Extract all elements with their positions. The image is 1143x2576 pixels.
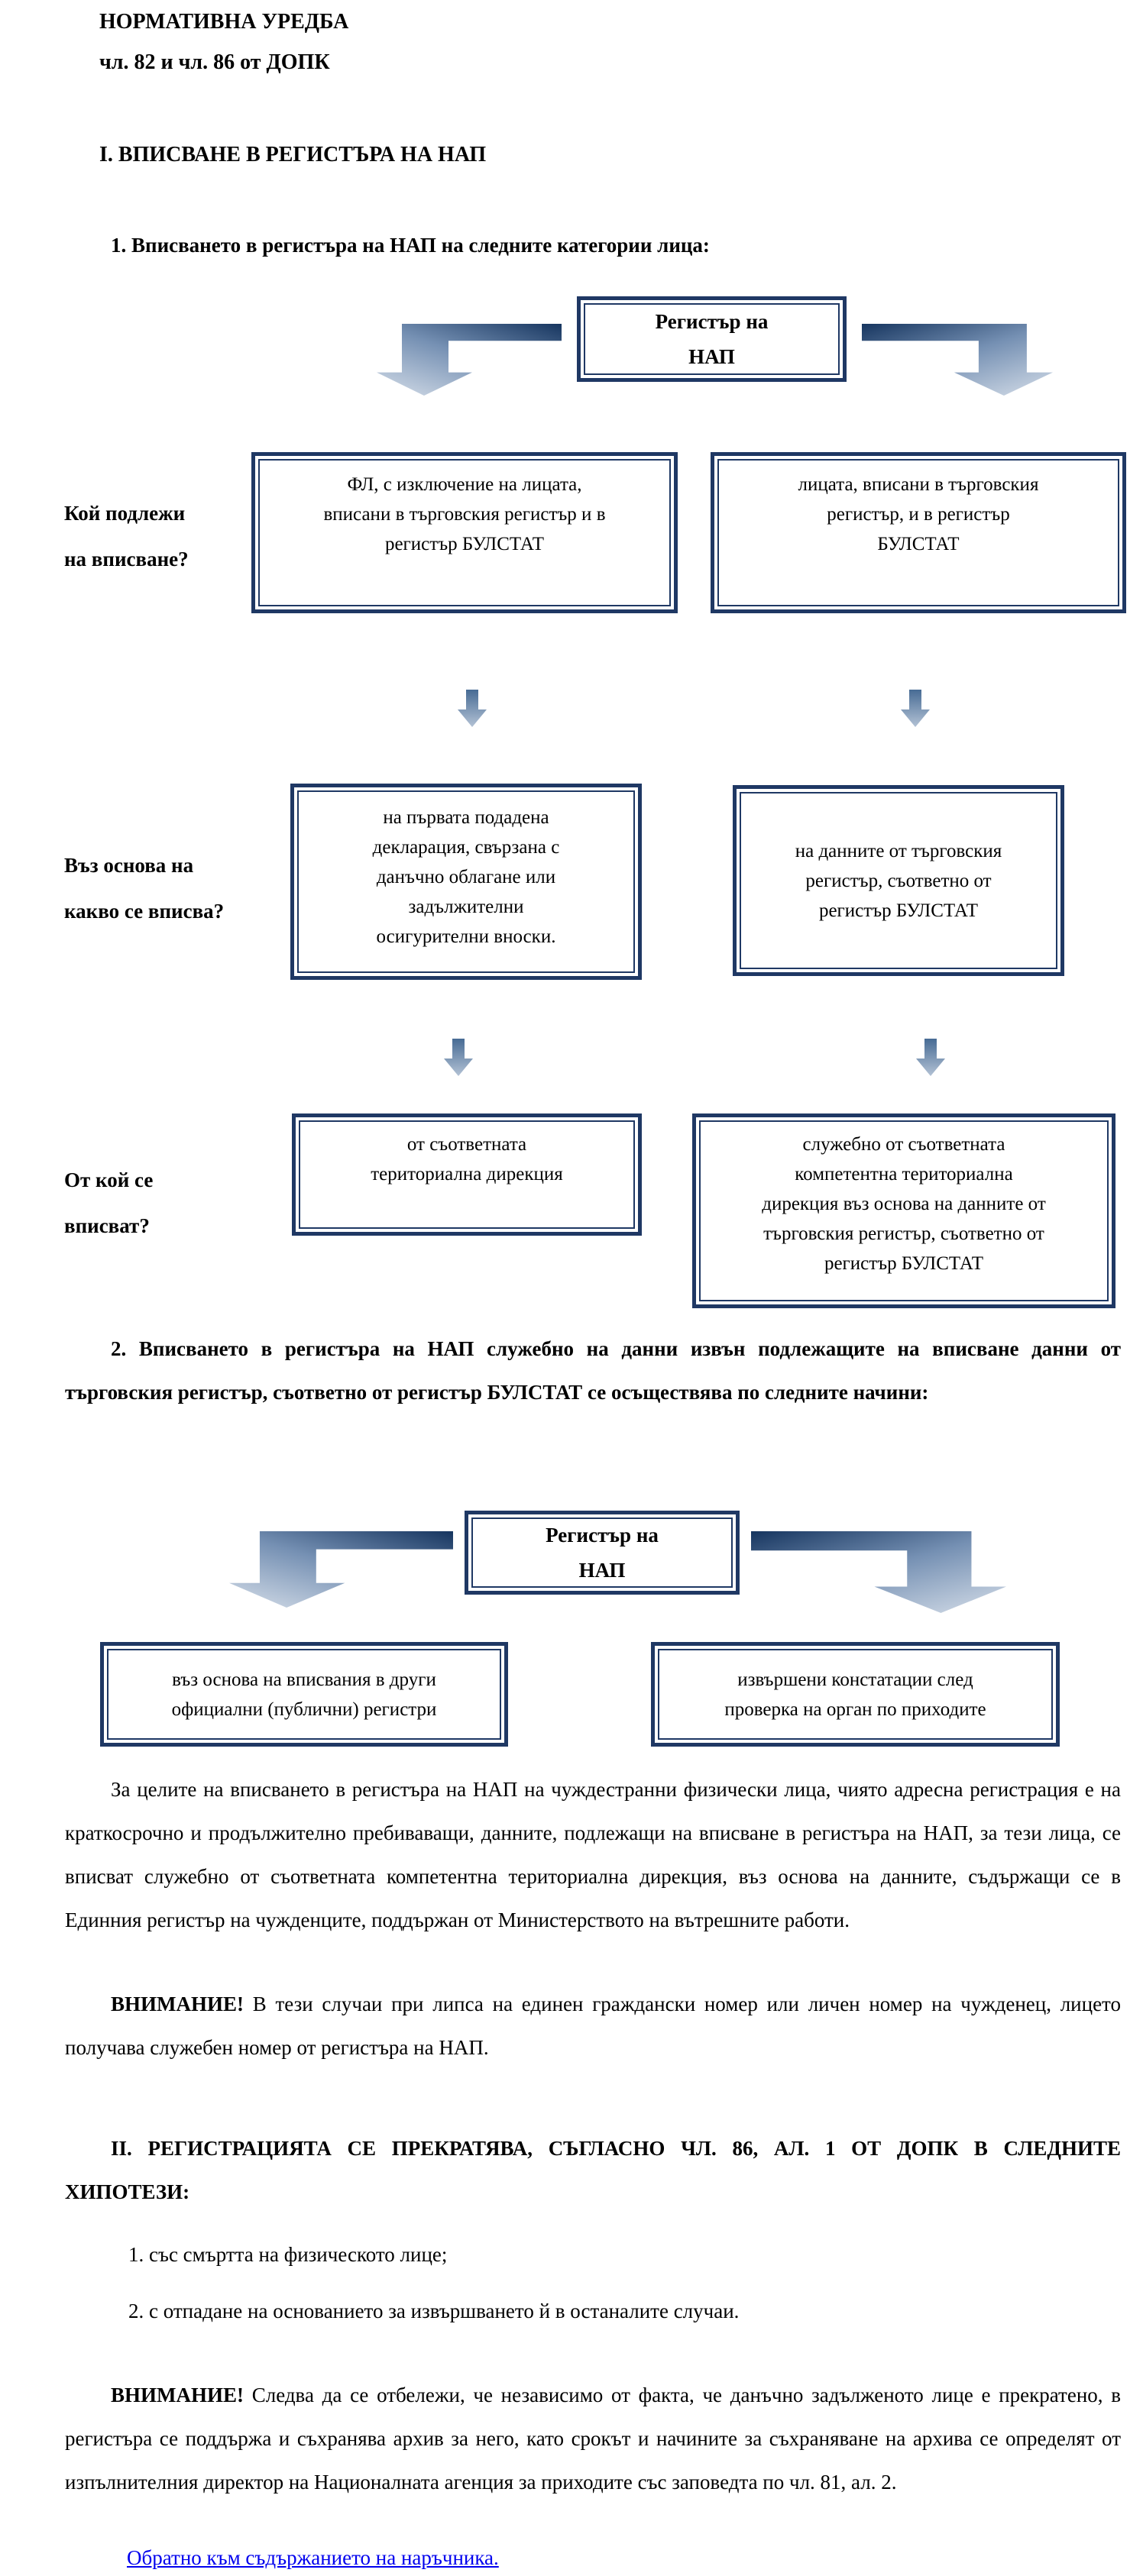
document-title: НОРМАТИВНА УРЕДБА [99,10,349,34]
diagram1-row2-right-box: на данните от търговския регистър, съотв… [733,785,1064,976]
paragraph-warning-1: ВНИМАНИЕ! В тези случаи при липса на еди… [65,1983,1121,2070]
diagram2-root-box-text: Регистър на НАП [471,1517,733,1588]
diagram1-row3-right-text: служебно от съответната компетентна тери… [699,1120,1109,1301]
back-to-contents-link[interactable]: Обратно към съдържанието на наръчника. [127,2546,499,2569]
list-item-1: 1. със смъртта на физическото лице; [128,2243,448,2266]
diagram1-row1-left-box: ФЛ, с изключение на лицата, вписани в тъ… [251,452,678,613]
diagram1-root-box-text: Регистър на НАП [584,303,840,375]
diagram1-row2-left-text: на първата подадена декларация, свързана… [297,790,635,973]
diagram1-row1-right-text: лицата, вписани в търговския регистър, и… [717,459,1119,606]
warning-2-label: ВНИМАНИЕ! [111,2384,244,2406]
bent-arrow-down-right-icon [751,1531,1006,1613]
diagram2-right-box: извършени констатации след проверка на о… [651,1642,1060,1747]
diagram1-row3-left-box: от съответната териториална дирекция [292,1113,642,1236]
diagram1-row1-right-box: лицата, вписани в търговския регистър, и… [711,452,1126,613]
arrow-down-icon [455,690,490,728]
diagram1-row2-right-text: на данните от търговския регистър, съотв… [740,792,1057,969]
warning-2-text: Следва да се отбележи, че независимо от … [65,2384,1121,2494]
diagram1-row3-right-box: служебно от съответната компетентна тери… [692,1113,1115,1308]
bent-arrow-down-left-icon [377,324,562,396]
paragraph-foreign-persons: За целите на вписването в регистъра на Н… [65,1778,1121,1931]
arrow-down-icon [441,1039,476,1077]
bent-arrow-down-right-icon [862,324,1053,396]
warning-1-text: В тези случаи при липса на единен гражда… [65,1993,1121,2059]
arrow-down-icon [913,1039,948,1077]
diagram2-left-text: въз основа на вписвания в други официалн… [107,1649,501,1740]
list-item-2: 2. с отпадане на основанието за извършва… [128,2300,740,2322]
diagram1-row3-left-text: от съответната териториална дирекция [299,1120,635,1229]
diagram1-row1-left-text: ФЛ, с изключение на лицата, вписани в тъ… [258,459,671,606]
diagram2-left-box: въз основа на вписвания в други официалн… [100,1642,508,1747]
diagram2-right-text: извършени констатации след проверка на о… [658,1649,1053,1740]
diagram2-root-box: Регистър на НАП [465,1511,740,1595]
diagram1-root-box: Регистър на НАП [577,296,847,382]
arrow-down-icon [898,690,933,728]
diagram1-row3-label: От кой се вписват? [64,1168,154,1237]
diagram1-row2-left-box: на първата подадена декларация, свързана… [290,784,642,980]
section-ii-heading: II. РЕГИСТРАЦИЯТА СЕ ПРЕКРАТЯВА, СЪГЛАСН… [65,2137,1121,2203]
document-subtitle: чл. 82 и чл. 86 от ДОПК [99,50,330,74]
paragraph-warning-2: ВНИМАНИЕ! Следва да се отбележи, че неза… [65,2374,1121,2504]
warning-1-label: ВНИМАНИЕ! [111,1993,244,2015]
bent-arrow-down-left-icon [229,1531,453,1608]
section-2-intro-paragraph: 2. Вписването в регистъра на НАП служебн… [65,1337,1121,1404]
section-i-intro: 1. Вписването в регистъра на НАП на след… [111,234,710,257]
section-i-heading: I. ВПИСВАНЕ В РЕГИСТЪРА НА НАП [99,143,487,166]
diagram1-row2-label: Въз основа на какво се вписва? [64,854,225,923]
diagram1-row1-label: Кой подлежи на вписване? [64,502,189,570]
